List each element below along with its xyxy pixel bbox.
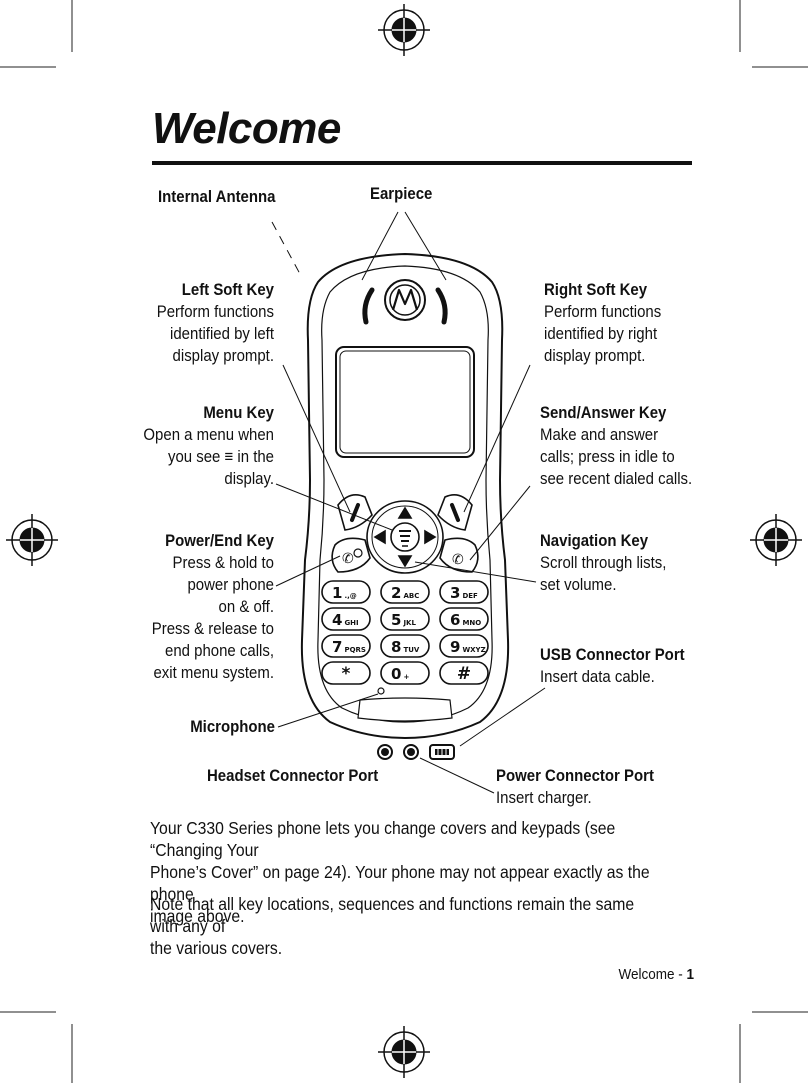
callout-title: Microphone bbox=[190, 717, 275, 736]
callout-right-soft-key: Right Soft Key Perform functions identif… bbox=[544, 280, 662, 365]
callout-microphone: Microphone bbox=[139, 716, 275, 738]
speaker-slot-right bbox=[435, 287, 448, 325]
callout-navigation-key: Navigation Key Scroll through lists, set… bbox=[540, 531, 667, 594]
callout-send-answer-key: Send/Answer Key Make and answer calls; p… bbox=[540, 403, 693, 488]
registration-mark-right bbox=[750, 514, 802, 566]
microphone-hole bbox=[377, 687, 385, 695]
bottom-cover bbox=[357, 697, 453, 722]
keypad-key-label: # bbox=[457, 664, 471, 684]
registration-mark-bottom bbox=[378, 1026, 430, 1078]
body-paragraph-1: Your C330 Series phone lets you change c… bbox=[150, 818, 650, 926]
motorola-logo-icon bbox=[384, 279, 426, 321]
power-connector-port-icon bbox=[403, 744, 419, 760]
callout-menu-key: Menu Key Open a menu when you see ≡ in t… bbox=[94, 402, 274, 490]
keypad-key-0[interactable]: 0+ bbox=[380, 661, 430, 685]
keypad-key-label: 1.,@ bbox=[332, 584, 357, 602]
registration-mark-left bbox=[6, 514, 58, 566]
callout-internal-antenna: Internal Antenna bbox=[158, 186, 275, 208]
callout-title: Menu Key bbox=[203, 403, 274, 422]
callout-title: Right Soft Key bbox=[544, 280, 648, 299]
right-soft-key bbox=[437, 494, 473, 531]
callout-headset-connector-port: Headset Connector Port bbox=[207, 765, 378, 787]
body-paragraph-2: Note that all key locations, sequences a… bbox=[150, 894, 635, 958]
svg-text:✆: ✆ bbox=[452, 552, 464, 568]
keypad-key-1[interactable]: 1.,@ bbox=[321, 580, 371, 604]
callout-title: Earpiece bbox=[370, 184, 433, 203]
display-screen bbox=[335, 346, 475, 458]
callout-title: USB Connector Port bbox=[540, 645, 685, 664]
svg-text:✆: ✆ bbox=[342, 551, 354, 567]
registration-mark-top bbox=[378, 4, 430, 56]
page-footer: Welcome - 1 bbox=[618, 966, 694, 983]
speaker-slot-left bbox=[362, 287, 375, 325]
menu-key-icon bbox=[390, 522, 420, 552]
keypad-key-hash[interactable]: # bbox=[439, 661, 489, 685]
leader-lines bbox=[271, 211, 546, 794]
usb-connector-port-icon bbox=[429, 744, 455, 760]
title-rule bbox=[152, 161, 692, 165]
callout-earpiece: Earpiece bbox=[370, 183, 432, 205]
callout-title: Internal Antenna bbox=[158, 187, 276, 206]
callout-title: Power Connector Port bbox=[496, 766, 654, 785]
keypad-key-label: * bbox=[342, 664, 351, 684]
callout-title: Headset Connector Port bbox=[207, 766, 379, 785]
page-number: 1 bbox=[686, 966, 694, 983]
callout-power-connector-port: Power Connector Port Insert charger. bbox=[496, 766, 654, 807]
callout-title: Left Soft Key bbox=[181, 280, 274, 299]
keypad-key-label: 0+ bbox=[391, 665, 409, 683]
page-title: Welcome bbox=[152, 104, 341, 153]
callout-title: Send/Answer Key bbox=[540, 403, 667, 422]
callout-power-end-key: Power/End Key Press & hold to power phon… bbox=[94, 530, 274, 684]
callout-title: Power/End Key bbox=[165, 531, 274, 550]
callout-usb-connector-port: USB Connector Port Insert data cable. bbox=[540, 645, 685, 686]
keypad-key-star[interactable]: * bbox=[321, 661, 371, 685]
footer-section: Welcome - bbox=[618, 966, 687, 983]
callout-left-soft-key: Left Soft Key Perform functions identifi… bbox=[112, 279, 274, 367]
callout-title: Navigation Key bbox=[540, 531, 649, 550]
headset-connector-port-icon bbox=[377, 744, 393, 760]
